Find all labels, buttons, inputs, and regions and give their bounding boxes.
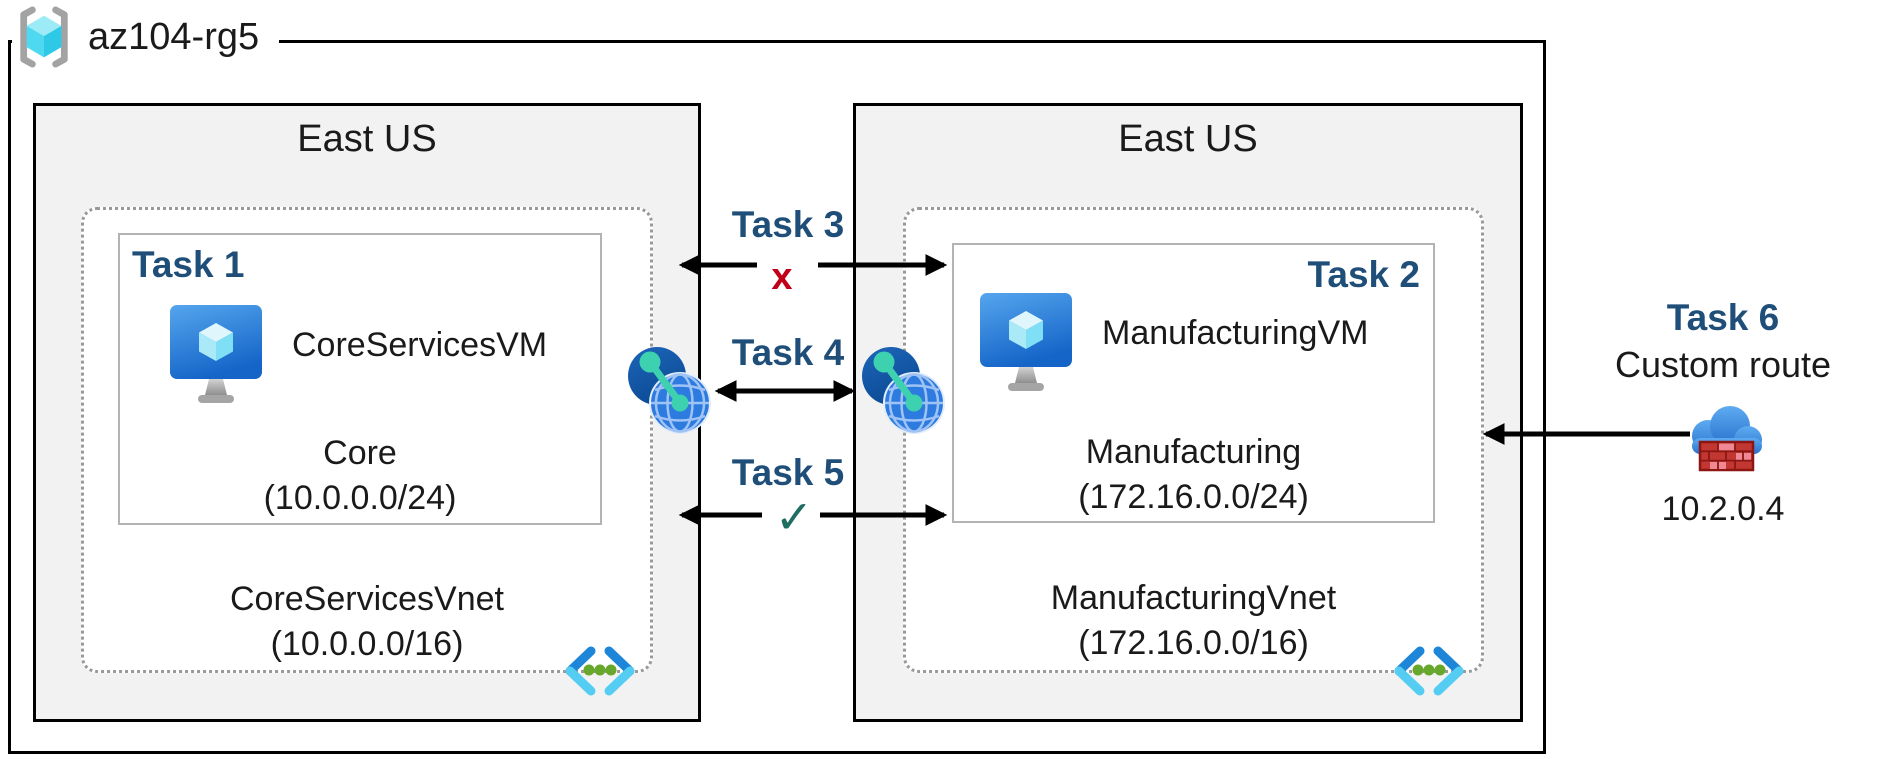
subnet-name-core: Core	[323, 434, 397, 472]
task5-label: Task 5	[731, 452, 845, 493]
virtual-machine-icon-core	[170, 305, 262, 403]
vm-name-manufacturing: ManufacturingVM	[1102, 314, 1369, 352]
blocked-x-marker: x	[771, 256, 793, 298]
subnet-info-core: Core (10.0.0.0/24)	[118, 431, 602, 521]
task2-label: Task 2	[1307, 254, 1420, 295]
vnet-info-coreservices: CoreServicesVnet (10.0.0.0/16)	[81, 577, 653, 667]
task6-description: Custom route	[1614, 344, 1832, 385]
vnet-info-manufacturing: ManufacturingVnet (172.16.0.0/16)	[903, 576, 1484, 666]
region-title-right: East US	[1118, 118, 1258, 160]
virtual-network-icon-left	[565, 646, 635, 696]
task3-label: Task 3	[731, 204, 845, 245]
vnet-peering-icon-left	[628, 347, 711, 434]
vnet-name-manufacturing: ManufacturingVnet	[1050, 579, 1337, 617]
vnet-cidr-manufacturing: (172.16.0.0/16)	[1078, 624, 1309, 662]
task1-label: Task 1	[132, 244, 245, 285]
region-title-left: East US	[297, 118, 437, 160]
vnet-cidr-coreservices: (10.0.0.0/16)	[270, 625, 464, 663]
firewall-bricks	[1698, 440, 1755, 472]
subnet-cidr-manufacturing: (172.16.0.0/24)	[1078, 478, 1309, 516]
cloud-firewall-icon	[1692, 406, 1762, 472]
resource-group-icon	[20, 6, 68, 68]
resource-group-label: az104-rg5	[12, 2, 280, 72]
virtual-machine-icon-manufacturing	[980, 293, 1072, 391]
task4-label: Task 4	[731, 332, 845, 373]
allowed-check-marker: ✓	[774, 491, 814, 543]
vnet-peering-icon-right	[862, 347, 945, 434]
vnet-name-coreservices: CoreServicesVnet	[229, 580, 504, 618]
task6-label: Task 6	[1666, 297, 1780, 338]
subnet-info-manufacturing: Manufacturing (172.16.0.0/24)	[952, 430, 1435, 520]
vm-name-coreservices: CoreServicesVM	[292, 326, 548, 364]
task6-ip-address: 10.2.0.4	[1661, 490, 1785, 528]
subnet-name-manufacturing: Manufacturing	[1085, 433, 1302, 471]
subnet-cidr-core: (10.0.0.0/24)	[263, 479, 457, 517]
resource-group-name: az104-rg5	[88, 15, 260, 58]
virtual-network-icon-right	[1394, 646, 1464, 696]
